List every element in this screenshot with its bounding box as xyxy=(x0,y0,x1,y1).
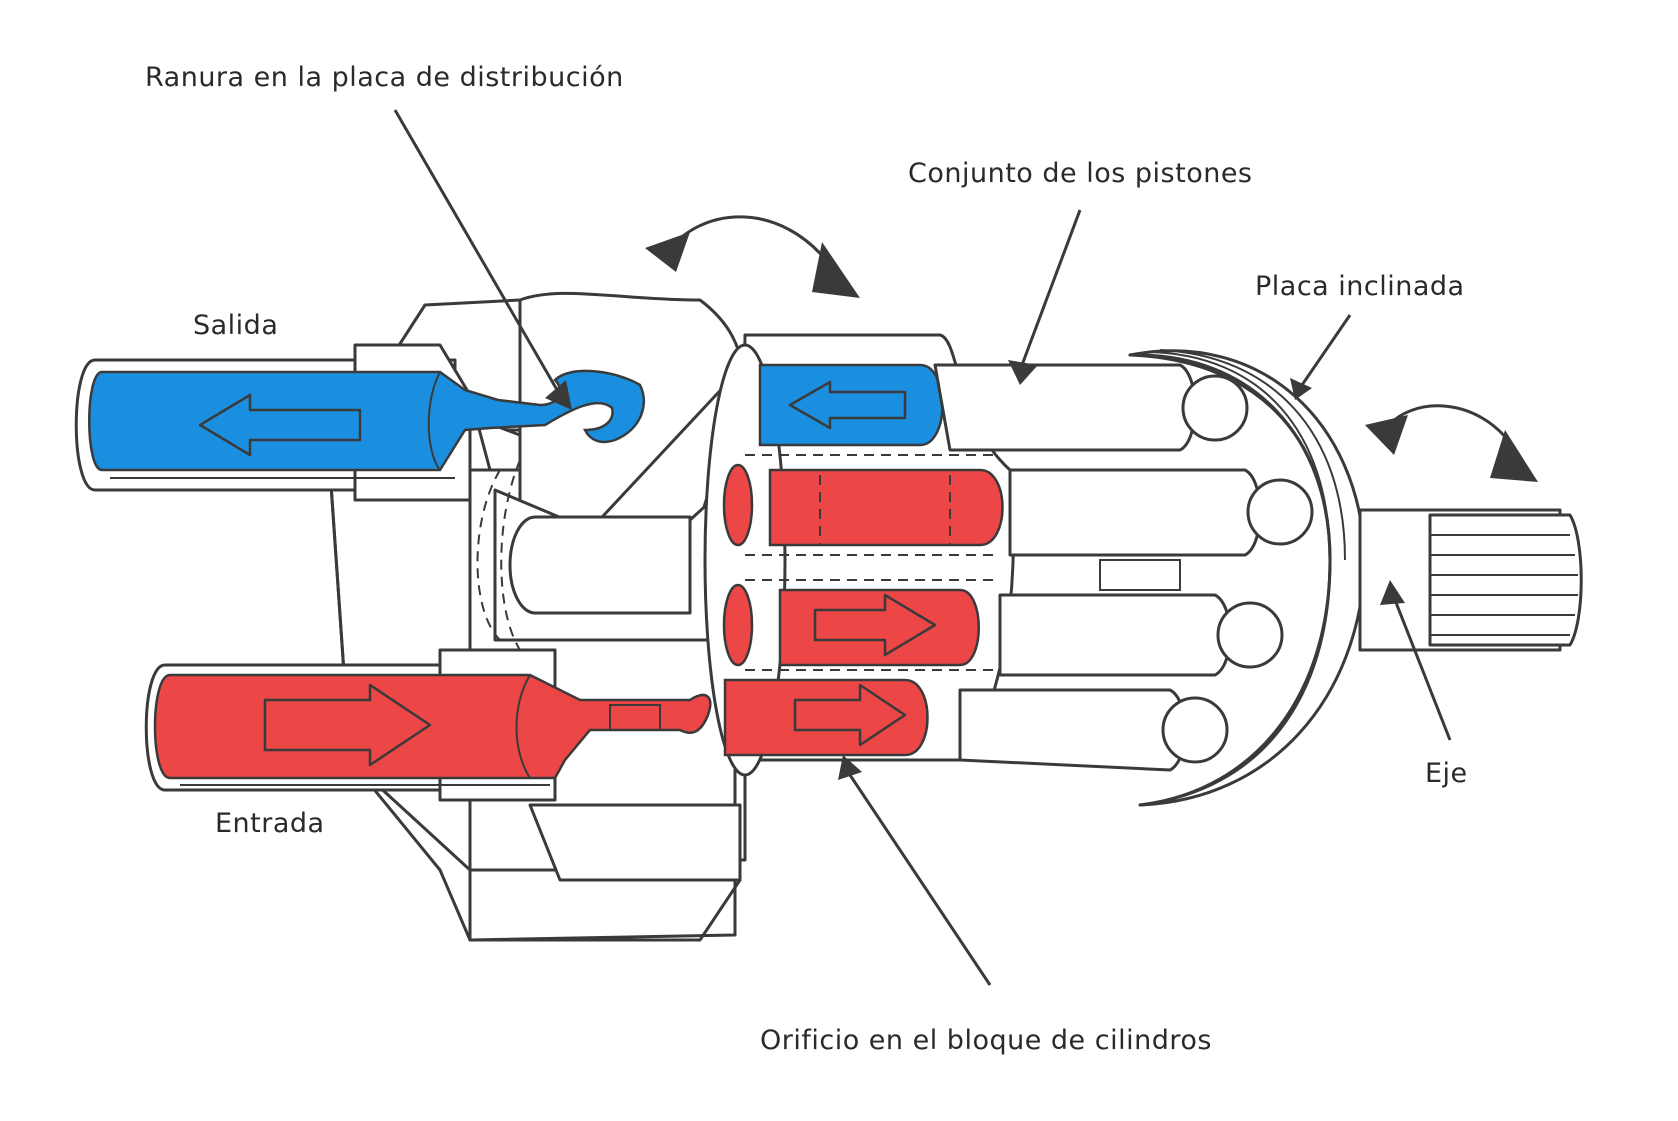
label-entrada: Entrada xyxy=(215,808,325,839)
outlet-pipe xyxy=(74,343,646,502)
label-salida: Salida xyxy=(193,310,279,341)
pistons xyxy=(933,363,1314,772)
label-placa: Placa inclinada xyxy=(1255,271,1465,302)
swash-plate xyxy=(1128,349,1367,807)
label-ranura: Ranura en la placa de distribución xyxy=(145,62,624,93)
rotation-arrow-shaft xyxy=(1365,404,1538,482)
distribution-plate xyxy=(476,291,747,651)
label-orificio: Orificio en el bloque de cilindros xyxy=(760,1025,1212,1056)
label-conjunto: Conjunto de los pistones xyxy=(908,158,1253,189)
rotation-arrow-top xyxy=(645,215,860,298)
inlet-pipe xyxy=(144,648,712,802)
cylinder-block xyxy=(703,333,1015,777)
shaft xyxy=(1358,508,1583,652)
label-eje: Eje xyxy=(1425,758,1468,789)
leader-lines xyxy=(393,109,1452,986)
